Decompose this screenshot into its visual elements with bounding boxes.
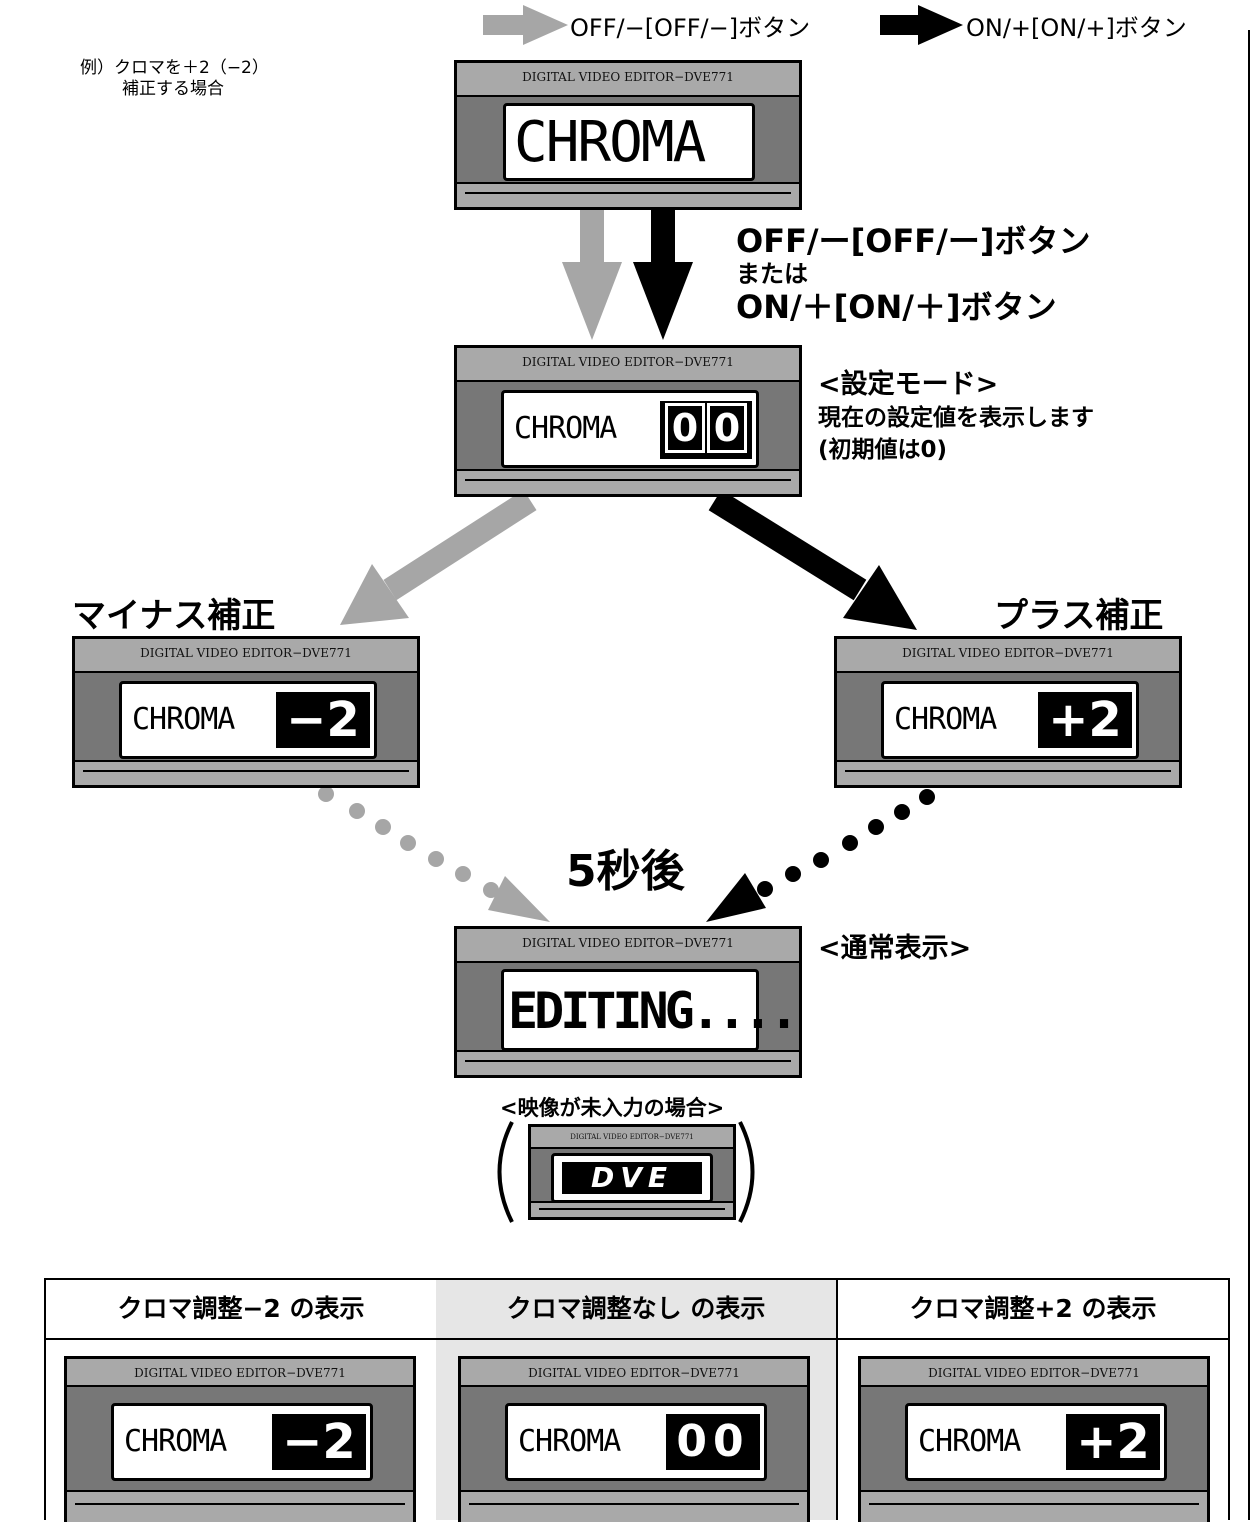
plus-diagonal-arrow	[708, 489, 917, 630]
setting-mode-title: <設定モード>	[818, 369, 999, 400]
lcd-screen: CHROMA +2	[905, 1403, 1167, 1481]
off-arrow-down	[562, 205, 622, 340]
device-ledge	[75, 759, 417, 785]
minus-diagonal-arrow	[340, 489, 537, 625]
brand-label: DIGITAL VIDEO EDITOR−DVE771	[861, 1359, 1207, 1387]
value-digit: 0	[665, 403, 705, 453]
device-ledge	[457, 468, 799, 494]
comparison-table: クロマ調整−2 の表示 DIGITAL VIDEO EDITOR−DVE771 …	[44, 1278, 1230, 1522]
button-instruction: OFF/ー[OFF/ー]ボタン または ON/＋[ON/＋]ボタン	[736, 222, 1090, 326]
setting-mode-desc2: (初期値は0)	[818, 437, 948, 463]
lcd-screen: CHROMA	[503, 103, 755, 181]
device-no-input: DIGITAL VIDEO EDITOR−DVE771 DVE	[528, 1124, 736, 1220]
minus-dotted-path	[318, 786, 550, 922]
brand-label: DIGITAL VIDEO EDITOR−DVE771	[75, 639, 417, 674]
no-input-title: <映像が未入力の場合>	[500, 1096, 725, 1120]
lcd-text: CHROMA	[918, 1424, 1021, 1459]
example-note-line1: 例）クロマを＋2（−2）	[80, 58, 269, 78]
table-col-plus: クロマ調整+2 の表示 DIGITAL VIDEO EDITOR−DVE771 …	[838, 1280, 1228, 1522]
lcd-text: CHROMA	[132, 702, 235, 737]
lcd-screen: CHROMA −2	[119, 681, 377, 759]
lcd-text: EDITING....	[508, 982, 799, 1040]
legend-off-arrow	[483, 5, 568, 45]
brand-label: DIGITAL VIDEO EDITOR−DVE771	[457, 348, 799, 383]
table-value: −2	[272, 1414, 366, 1470]
device-ledge	[837, 759, 1179, 785]
lcd-text: CHROMA	[894, 702, 997, 737]
legend-off-label: OFF/−[OFF/−]ボタン	[570, 14, 811, 42]
brand-label: DIGITAL VIDEO EDITOR−DVE771	[531, 1127, 733, 1149]
value-digit: 0	[707, 403, 747, 453]
device-normal: DIGITAL VIDEO EDITOR−DVE771 EDITING....	[454, 926, 802, 1078]
brand-label: DIGITAL VIDEO EDITOR−DVE771	[457, 929, 799, 964]
device-ledge	[461, 1490, 807, 1522]
device-ledge	[457, 1049, 799, 1075]
device-ledge	[861, 1490, 1207, 1522]
right-paren	[738, 1121, 755, 1223]
device-ledge	[531, 1200, 733, 1217]
normal-title: <通常表示>	[818, 933, 972, 964]
instruction-line2: または	[736, 260, 808, 288]
legend-on-arrow	[880, 5, 963, 45]
lcd-screen: CHROMA −2	[111, 1403, 373, 1481]
lcd-screen: EDITING....	[501, 969, 799, 1051]
device-ledge	[457, 181, 799, 207]
plus-title: プラス補正	[994, 596, 1164, 636]
on-arrow-down	[633, 205, 693, 340]
lcd-text: CHROMA	[518, 1424, 621, 1459]
table-header: クロマ調整−2 の表示	[46, 1280, 436, 1340]
brand-label: DIGITAL VIDEO EDITOR−DVE771	[461, 1359, 807, 1387]
table-col-none: クロマ調整なし の表示 DIGITAL VIDEO EDITOR−DVE771 …	[436, 1280, 838, 1522]
minus-value: −2	[276, 692, 370, 748]
wait-label: 5秒後	[566, 846, 685, 897]
brand-label: DIGITAL VIDEO EDITOR−DVE771	[837, 639, 1179, 674]
table-value: +2	[1066, 1414, 1160, 1470]
dve-logo: DVE	[562, 1162, 702, 1194]
table-value: 00	[666, 1414, 760, 1470]
setting-mode-caption: <設定モード> 現在の設定値を表示します (初期値は0)	[818, 368, 1094, 466]
table-header: クロマ調整+2 の表示	[838, 1280, 1228, 1340]
lcd-screen: CHROMA +2	[881, 681, 1139, 759]
table-header: クロマ調整なし の表示	[436, 1280, 836, 1340]
instruction-line3: ON/＋[ON/＋]ボタン	[736, 288, 1057, 326]
setting-mode-desc1: 現在の設定値を表示します	[818, 405, 1094, 431]
example-note: 例）クロマを＋2（−2） 補正する場合	[80, 58, 269, 100]
table-device-none: DIGITAL VIDEO EDITOR−DVE771 CHROMA 00	[458, 1356, 810, 1522]
device-ledge	[67, 1490, 413, 1522]
table-device-plus: DIGITAL VIDEO EDITOR−DVE771 CHROMA +2	[858, 1356, 1210, 1522]
lcd-screen: CHROMA 00	[505, 1403, 767, 1481]
lcd-screen: DVE	[551, 1153, 713, 1203]
table-col-minus: クロマ調整−2 の表示 DIGITAL VIDEO EDITOR−DVE771 …	[46, 1280, 438, 1522]
brand-label: DIGITAL VIDEO EDITOR−DVE771	[457, 63, 799, 97]
lcd-text: CHROMA	[124, 1424, 227, 1459]
device-minus: DIGITAL VIDEO EDITOR−DVE771 CHROMA −2	[72, 636, 420, 788]
example-note-line2: 補正する場合	[122, 79, 224, 99]
brand-label: DIGITAL VIDEO EDITOR−DVE771	[67, 1359, 413, 1387]
legend-on-label: ON/+[ON/+]ボタン	[966, 14, 1187, 42]
device-plus: DIGITAL VIDEO EDITOR−DVE771 CHROMA +2	[834, 636, 1182, 788]
table-device-minus: DIGITAL VIDEO EDITOR−DVE771 CHROMA −2	[64, 1356, 416, 1522]
device-top: DIGITAL VIDEO EDITOR−DVE771 CHROMA	[454, 60, 802, 210]
lcd-text: CHROMA	[514, 411, 617, 446]
minus-title: マイナス補正	[72, 596, 276, 636]
instruction-line1: OFF/ー[OFF/ー]ボタン	[736, 222, 1091, 260]
plus-dotted-path	[706, 789, 935, 922]
left-paren	[497, 1121, 514, 1223]
lcd-text: CHROMA	[514, 110, 706, 175]
plus-value: +2	[1038, 692, 1132, 748]
